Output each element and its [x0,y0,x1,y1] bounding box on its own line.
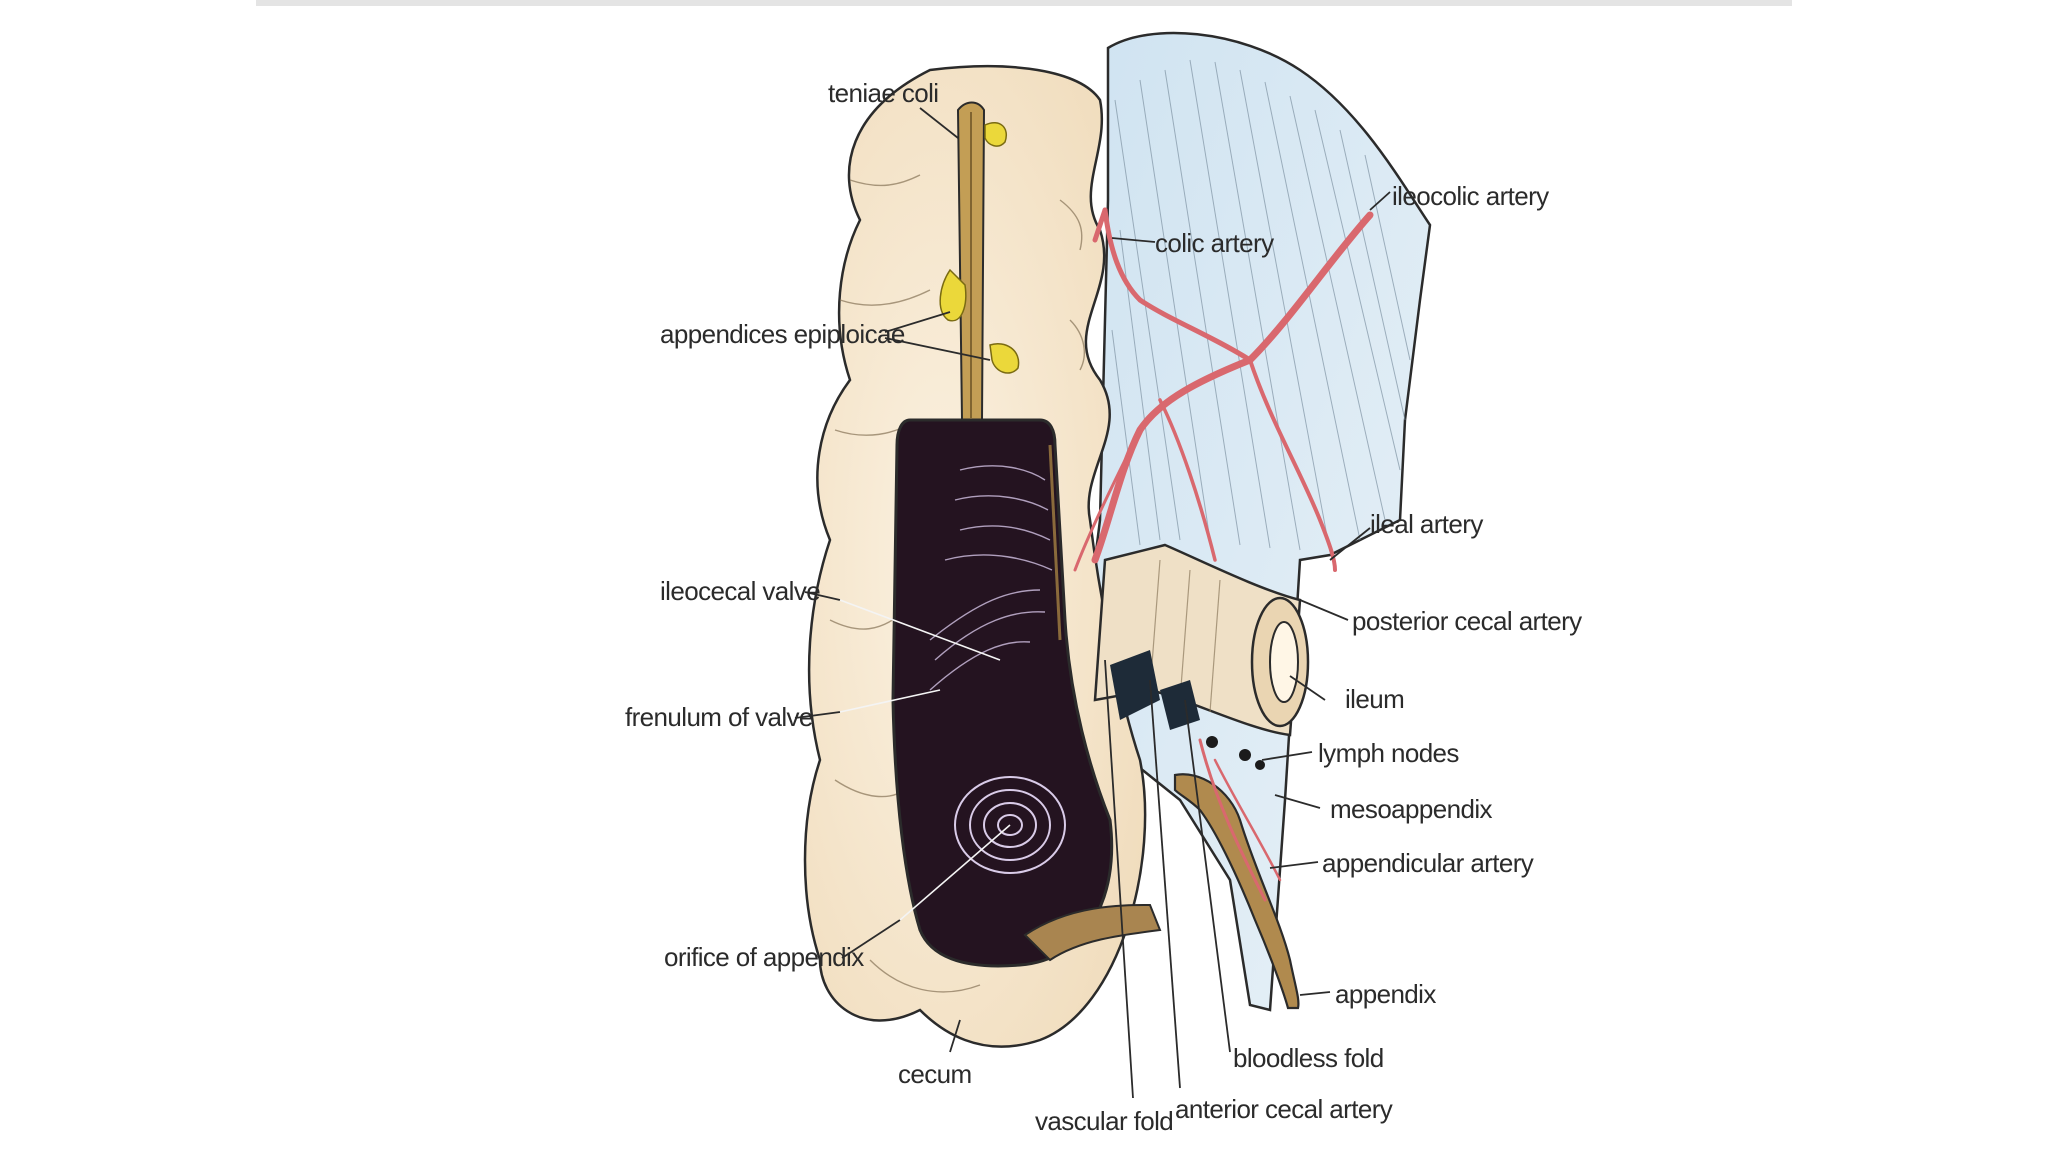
label-lymph-nodes: lymph nodes [1318,738,1459,768]
label-appendix: appendix [1335,979,1436,1009]
appendices-epiploicae-blobs [939,121,1020,374]
label-orifice-of-appendix: orifice of appendix [664,942,864,972]
label-anterior-cecal-artery: anterior cecal artery [1175,1094,1393,1124]
vascular-bloodless-folds [1110,650,1200,730]
top-divider-bar [256,0,1792,6]
appendix-base-band [1023,903,1162,962]
label-bloodless-fold: bloodless fold [1233,1043,1384,1073]
cecum-interior-window [891,418,1114,968]
appendix-tube [1173,773,1300,1010]
label-posterior-cecal-artery: posterior cecal artery [1352,606,1582,636]
teniae-coli-band [956,101,986,421]
leader-lines [794,107,1391,1099]
label-ileum: ileum [1345,684,1404,714]
label-vascular-fold: vascular fold [1035,1106,1173,1136]
label-cecum: cecum [898,1059,972,1089]
label-teniae-coli: teniae coli [828,78,938,108]
arteries [1073,207,1374,902]
label-colic-artery: colic artery [1155,228,1274,258]
label-ileocecal-valve: ileocecal valve [660,576,820,606]
label-ileocolic-artery: ileocolic artery [1392,181,1549,211]
label-appendicular-artery: appendicular artery [1322,848,1534,878]
label-ileal-artery: ileal artery [1370,509,1483,539]
label-appendices-epiploicae: appendices epiploicae [660,319,905,349]
lymph-node-dots [1206,736,1265,770]
label-mesoappendix: mesoappendix [1330,794,1493,824]
label-frenulum-of-valve: frenulum of valve [625,702,813,732]
